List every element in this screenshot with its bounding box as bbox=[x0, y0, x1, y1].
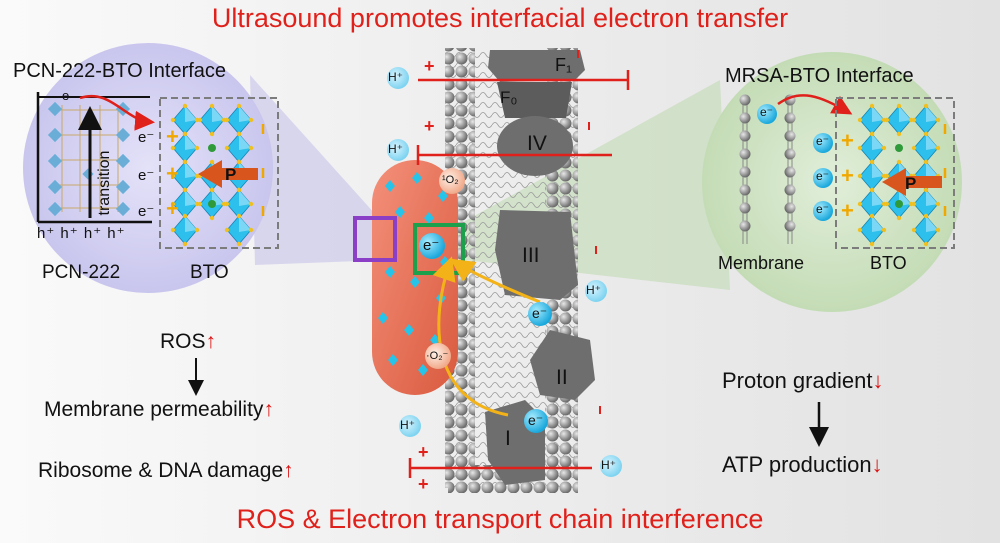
proton-label-4: H⁺ bbox=[400, 418, 415, 432]
svg-text:+: + bbox=[424, 56, 435, 76]
atp-effect: ATP production↓ bbox=[722, 452, 883, 478]
proton-label-1: H⁺ bbox=[388, 70, 403, 84]
left-bto-electron-2: e⁻ bbox=[138, 167, 155, 184]
proton-label-3: H⁺ bbox=[586, 283, 601, 297]
left-bto-positive-charges: + + + bbox=[166, 124, 179, 221]
right-bto-positive-charges: + + + bbox=[841, 128, 854, 223]
membrane-charges: + + + + bbox=[418, 56, 435, 494]
svg-text:+: + bbox=[418, 474, 429, 494]
complex-f0-label: F₀ bbox=[500, 88, 518, 107]
svg-text:+: + bbox=[841, 128, 854, 153]
right-polarization-arrow bbox=[882, 168, 942, 196]
permeability-text: Membrane permeability bbox=[44, 398, 264, 421]
ros-text: ROS bbox=[160, 330, 206, 353]
svg-text:+: + bbox=[424, 116, 435, 136]
transition-label: transition bbox=[96, 150, 113, 216]
ros-effect: ROS↑ bbox=[160, 330, 216, 354]
right-electron-1: e⁻ bbox=[816, 134, 830, 148]
left-electron-transfer-arrow bbox=[79, 94, 155, 131]
membrane-negative-charges bbox=[577, 50, 601, 414]
permeability-up-arrow: ↑ bbox=[263, 398, 274, 421]
bottom-title: ROS & Electron transport chain interfere… bbox=[236, 504, 764, 534]
complex-i-label: I bbox=[505, 427, 511, 450]
membrane-label: Membrane bbox=[718, 253, 805, 273]
proton-gradient-lines bbox=[408, 70, 630, 478]
singlet-oxygen-label: ¹O₂ bbox=[442, 174, 459, 186]
left-magnify-cone bbox=[250, 75, 385, 265]
right-electron-transfer-arrow bbox=[777, 94, 853, 115]
right-bto-lattice bbox=[857, 103, 941, 247]
right-panel-electrons bbox=[757, 104, 833, 221]
complex-iv-label: IV bbox=[527, 132, 547, 155]
svg-text:+: + bbox=[418, 442, 429, 462]
complex-iii-label: III bbox=[522, 244, 540, 267]
atp-down-arrow: ↓ bbox=[871, 452, 883, 477]
complex-ii-label: II bbox=[556, 366, 568, 389]
pcn-222-label: PCN-222 bbox=[42, 262, 121, 283]
gradient-text: Proton gradient bbox=[722, 368, 873, 393]
nanoparticle-bto-dots bbox=[378, 172, 450, 376]
gradient-down-arrow: ↓ bbox=[872, 368, 884, 393]
atp-text: ATP production bbox=[722, 452, 872, 477]
left-bto-electron-1: e⁻ bbox=[138, 129, 155, 146]
ros-up-arrow: ↑ bbox=[205, 330, 217, 353]
left-panel-electron: e bbox=[62, 88, 70, 103]
complex-f0 bbox=[497, 82, 572, 118]
pcn-bto-interface-box bbox=[353, 216, 397, 262]
left-bto-lattice bbox=[170, 103, 254, 247]
proton-label-5: H⁺ bbox=[601, 458, 616, 472]
complex-i-electron-label: e⁻ bbox=[528, 412, 544, 428]
damage-text: Ribosome & DNA damage bbox=[38, 459, 284, 482]
left-polarization-arrow bbox=[198, 160, 258, 188]
top-title: Ultrasound promotes interfacial electron… bbox=[211, 3, 789, 33]
left-bto-label: BTO bbox=[190, 262, 229, 283]
nano-electron-label: e⁻ bbox=[423, 237, 440, 254]
electron-path-from-complex-ii bbox=[450, 258, 541, 304]
right-electron-membrane: e⁻ bbox=[760, 105, 774, 119]
complex-f1-label: F₁ bbox=[555, 55, 573, 75]
svg-text:+: + bbox=[166, 124, 179, 149]
complex-iv bbox=[497, 116, 573, 176]
svg-text:+: + bbox=[166, 161, 179, 186]
complex-f1 bbox=[488, 50, 585, 82]
holes-label: h⁺ h⁺ h⁺ h⁺ bbox=[37, 225, 126, 242]
damage-up-arrow: ↑ bbox=[283, 459, 294, 482]
svg-text:+: + bbox=[841, 163, 854, 188]
gradient-effect: Proton gradient↓ bbox=[722, 368, 883, 394]
left-bto-electron-3: e⁻ bbox=[138, 203, 155, 220]
right-bto-label: BTO bbox=[870, 253, 907, 273]
left-panel-heading: PCN-222-BTO Interface bbox=[13, 60, 227, 82]
right-polarization-label: P bbox=[905, 174, 917, 193]
proton-label-2: H⁺ bbox=[388, 142, 403, 156]
permeability-effect: Membrane permeability↑ bbox=[44, 398, 274, 422]
right-electron-3: e⁻ bbox=[816, 202, 830, 216]
singlet-oxygen-bubble bbox=[439, 168, 465, 194]
left-bto-box bbox=[159, 97, 279, 249]
protons bbox=[387, 67, 622, 477]
complex-ii-electron-label: e⁻ bbox=[532, 305, 548, 321]
complex-iii bbox=[495, 210, 578, 300]
svg-text:+: + bbox=[841, 198, 854, 223]
superoxide-bubble bbox=[425, 343, 451, 369]
central-electrons bbox=[419, 233, 552, 433]
left-polarization-label: P bbox=[225, 165, 237, 184]
complex-ii bbox=[530, 330, 595, 400]
damage-effect: Ribosome & DNA damage↑ bbox=[38, 459, 294, 483]
right-bto-box bbox=[835, 97, 955, 249]
right-panel-heading: MRSA-BTO Interface bbox=[725, 65, 914, 87]
right-electron-2: e⁻ bbox=[816, 169, 830, 183]
svg-text:+: + bbox=[166, 196, 179, 221]
superoxide-label: ·O₂⁻ bbox=[426, 350, 449, 362]
